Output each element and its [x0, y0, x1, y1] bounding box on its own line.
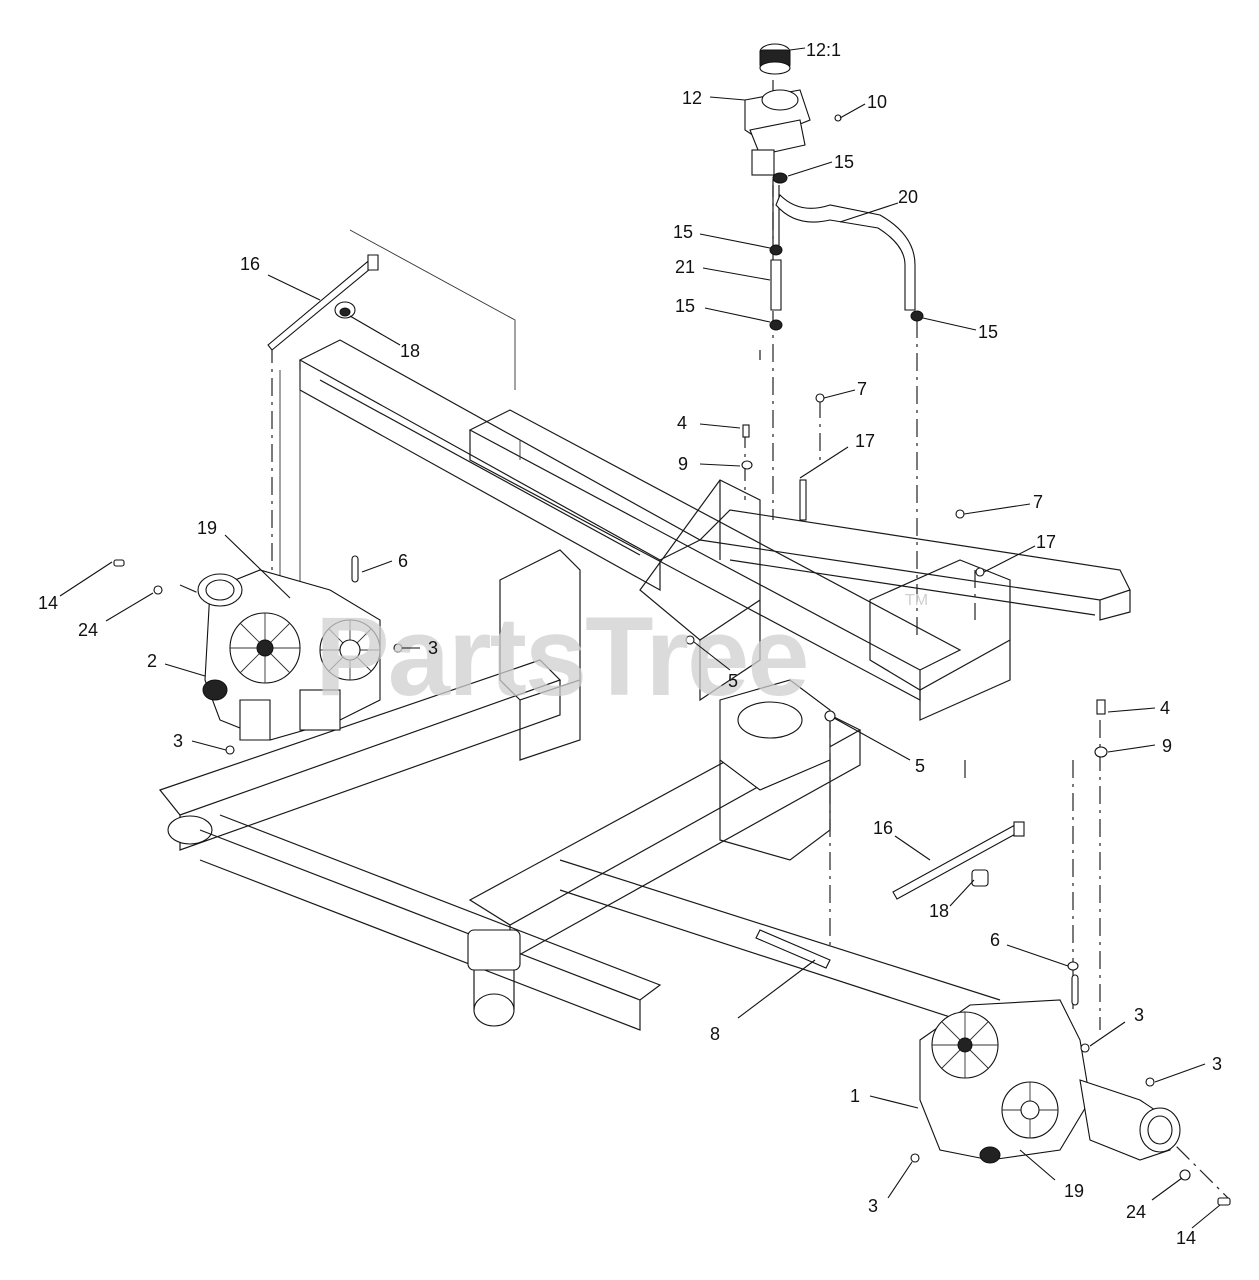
callout-12: 12 [682, 88, 702, 108]
callout-3: 3 [1212, 1054, 1222, 1074]
callout-16: 16 [873, 818, 893, 838]
watermark-text: PartsTree [315, 594, 808, 719]
callout-4: 4 [677, 413, 687, 433]
callout-17: 17 [855, 431, 875, 451]
callout-9: 9 [1162, 736, 1172, 756]
callout-15: 15 [675, 296, 695, 316]
callout-14: 14 [38, 593, 58, 613]
callout-24: 24 [78, 620, 98, 640]
callout-6: 6 [398, 551, 408, 571]
callout-19: 19 [197, 518, 217, 538]
callout-20: 20 [898, 187, 918, 207]
callout-14: 14 [1176, 1228, 1196, 1248]
callout-9: 9 [678, 454, 688, 474]
chassis-frame [158, 229, 1131, 1031]
callout-3: 3 [428, 638, 438, 658]
callout-8: 8 [710, 1024, 720, 1044]
callout-15: 15 [673, 222, 693, 242]
callout-3: 3 [1134, 1005, 1144, 1025]
right-transaxle [910, 961, 1231, 1206]
watermark: PartsTree TM [315, 592, 928, 719]
callout-17: 17 [1036, 532, 1056, 552]
callout-15: 15 [834, 152, 854, 172]
leader-lines [59, 47, 1221, 1229]
callout-12-1: 12:1 [806, 40, 841, 60]
callout-7: 7 [857, 379, 867, 399]
callout-5: 5 [728, 671, 738, 691]
callout-7: 7 [1033, 492, 1043, 512]
callout-6: 6 [990, 930, 1000, 950]
callout-10: 10 [867, 92, 887, 112]
callout-18: 18 [929, 901, 949, 921]
hardware-parts [685, 393, 1108, 971]
callout-18: 18 [400, 341, 420, 361]
callout-24: 24 [1126, 1202, 1146, 1222]
callout-4: 4 [1160, 698, 1170, 718]
callout-3: 3 [868, 1196, 878, 1216]
watermark-trademark: TM [905, 592, 928, 609]
callout-16: 16 [240, 254, 260, 274]
callout-labels: 12:1 12 10 15 20 15 21 15 15 16 18 7 4 1… [38, 40, 1222, 1248]
callout-19: 19 [1064, 1181, 1084, 1201]
callout-1: 1 [850, 1086, 860, 1106]
callout-2: 2 [147, 651, 157, 671]
callout-5: 5 [915, 756, 925, 776]
callout-3: 3 [173, 731, 183, 751]
callout-21: 21 [675, 257, 695, 277]
reservoir-assembly [744, 43, 924, 360]
left-transaxle [113, 254, 403, 755]
callout-15: 15 [978, 322, 998, 342]
